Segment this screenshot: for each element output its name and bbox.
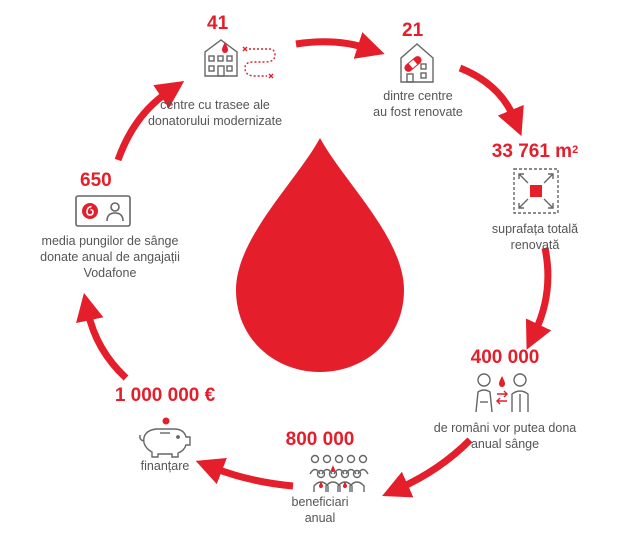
- vodafone-id-card-icon: [75, 195, 131, 227]
- blood-drop-icon: [236, 138, 404, 372]
- node-centers-modernized: 41 centre cu trasee ale donatorului mode…: [135, 13, 295, 129]
- label-centers-renovated: dintre centre au fost renovate: [373, 89, 463, 119]
- donor-exchange-icon: [475, 373, 529, 413]
- building-route-icon: [204, 39, 276, 79]
- node-financing: 1 000 000 € finanțare: [90, 385, 240, 474]
- arrow-7-to-1: [114, 81, 185, 162]
- node-blood-bags: 650 media pungilor de sânge donate anual…: [20, 170, 200, 281]
- value-donors-possible: 400 000: [470, 347, 540, 368]
- arrow-1-to-2: [295, 32, 385, 59]
- label-centers-modernized: centre cu trasee ale donatorului moderni…: [147, 98, 283, 128]
- label-donors-possible: de români vor putea dona anual sânge: [433, 421, 577, 451]
- value-blood-bags: 650: [80, 170, 112, 191]
- label-area-renovated: suprafața totală renovată: [491, 222, 579, 252]
- value-area-unit-exponent: 2: [572, 144, 579, 156]
- label-financing: finanțare: [140, 459, 190, 473]
- node-donors-possible: 400 000 de români vor putea dona anual s…: [415, 347, 595, 452]
- area-expand-icon: [513, 168, 559, 214]
- value-centers-renovated: 21: [402, 20, 424, 41]
- arrow-2-to-3: [458, 64, 524, 137]
- node-beneficiaries: 800 000 beneficiari anual: [258, 429, 382, 526]
- node-centers-renovated: 21 dintre centre au fost renovate: [338, 20, 498, 120]
- value-centers-modernized: 41: [207, 13, 229, 34]
- value-beneficiaries: 800 000: [285, 429, 355, 450]
- crowd-icon: [309, 454, 369, 492]
- value-area-number: 33 761 m: [491, 141, 573, 162]
- arrow-3-to-4: [525, 247, 552, 350]
- value-financing: 1 000 000 €: [114, 385, 216, 406]
- arrow-4-to-5: [382, 437, 473, 498]
- value-area-renovated: 33 761 m2: [455, 141, 615, 163]
- node-area-renovated: 33 761 m2 suprafața totală renovată: [455, 141, 615, 253]
- arrow-6-to-7: [76, 292, 129, 381]
- cycle-arrows: [76, 32, 552, 498]
- label-beneficiaries: beneficiari anual: [291, 495, 349, 525]
- arrow-5-to-6: [195, 457, 294, 490]
- piggy-bank-icon: [139, 417, 191, 458]
- building-bandage-icon: [400, 43, 434, 83]
- label-blood-bags: media pungilor de sânge donate anual de …: [40, 234, 180, 280]
